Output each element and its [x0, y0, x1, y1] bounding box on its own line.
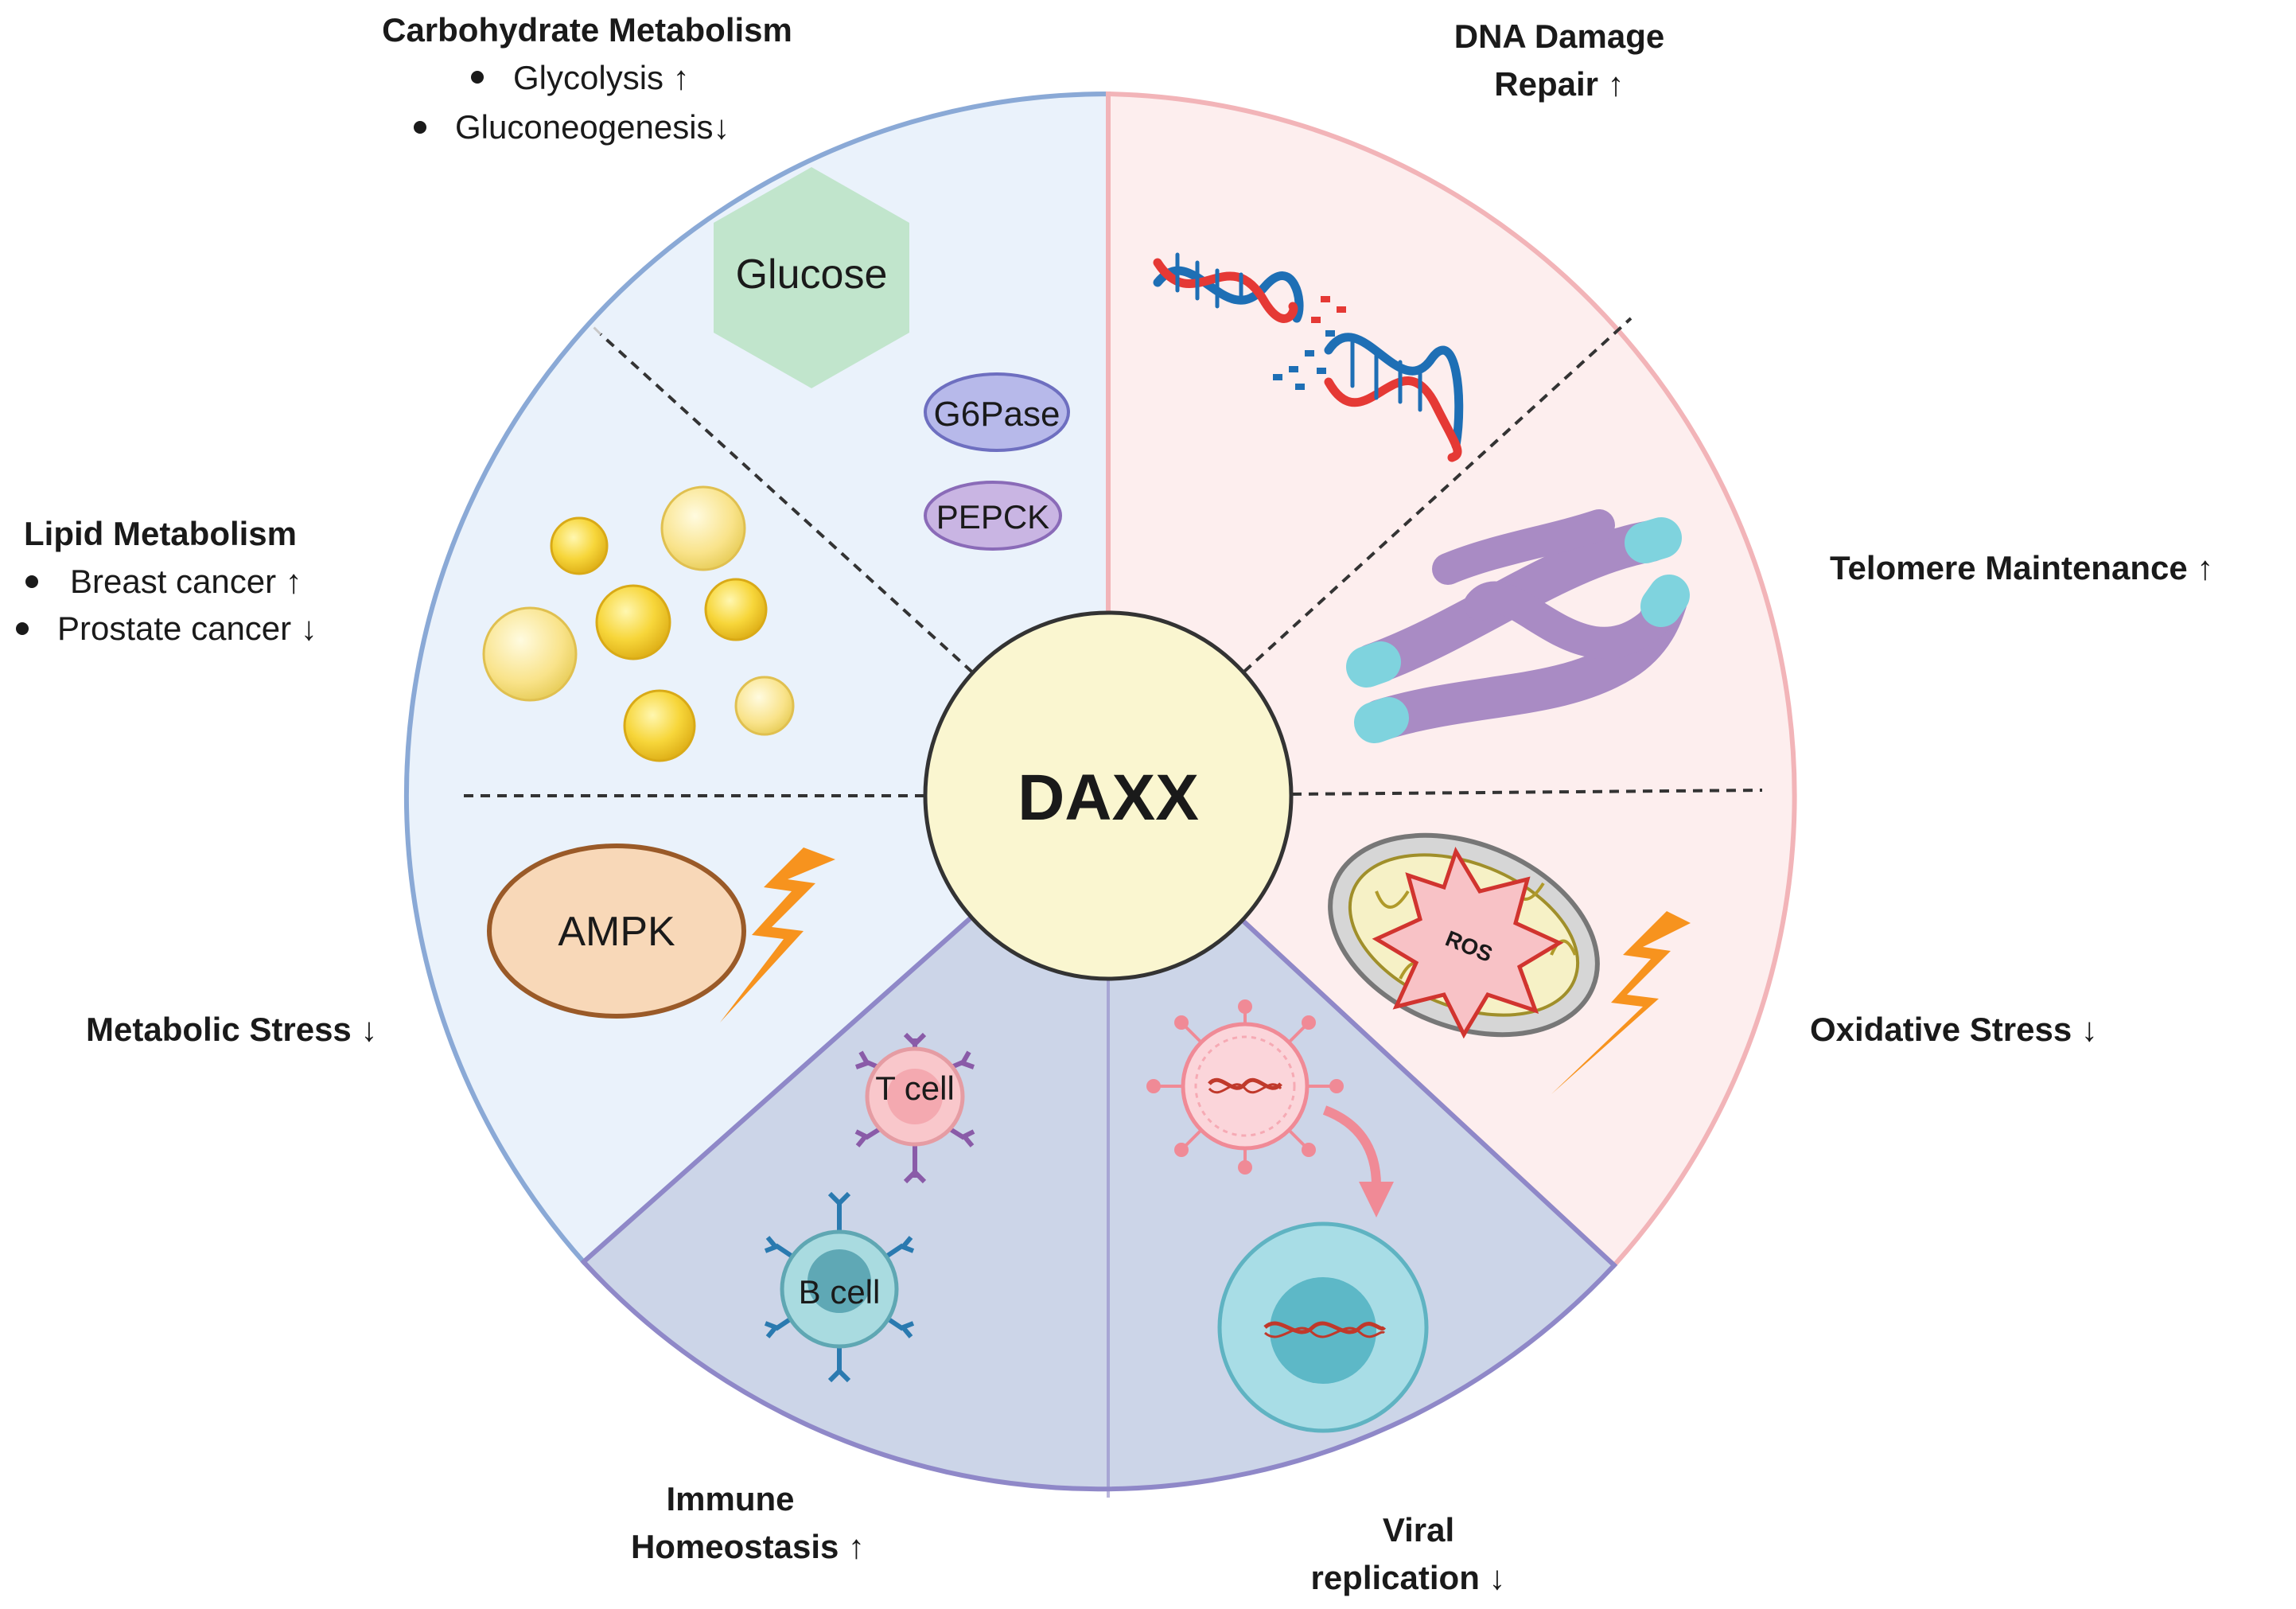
b-cell-label: B cell [799, 1273, 881, 1311]
immune-title-line2: Homeostasis ↑ [631, 1528, 865, 1565]
lipid-bullet-1: Breast cancer ↑ [70, 563, 302, 600]
ampk-ellipse-icon [487, 843, 746, 1019]
daxx-center-circle [923, 610, 1294, 981]
lightning-bolt-icon [720, 847, 835, 1023]
ros-burst-icon [1372, 847, 1564, 1039]
t-cell-icon [854, 1032, 975, 1184]
glucose-hexagon-icon [714, 167, 909, 388]
host-cell-icon [1217, 1221, 1429, 1433]
carbohydrate-bullet-1: Glycolysis ↑ [513, 59, 690, 96]
b-cell-icon [764, 1191, 915, 1383]
pepck-label: PEPCK [936, 498, 1049, 536]
bullet-icon [471, 71, 484, 84]
dna-fragments-icon [1273, 296, 1346, 390]
right-sector [1106, 91, 1797, 1269]
bullet-icon [25, 575, 38, 588]
lipid-bullet-2: Prostate cancer ↓ [57, 610, 317, 647]
immune-title-line1: Immune [666, 1480, 794, 1517]
ampk-label: AMPK [558, 909, 675, 955]
oxidative-stress-title: Oxidative Stress ↓ [1810, 1011, 2098, 1048]
lipid-title: Lipid Metabolism [24, 515, 297, 552]
dna-repair-title-line2: Repair ↑ [1494, 65, 1624, 103]
g6pase-label: G6Pase [934, 395, 1060, 434]
chromosome-icon [1346, 509, 1690, 743]
daxx-label: DAXX [1018, 762, 1199, 834]
metabolic-stress-title: Metabolic Stress ↓ [86, 1011, 377, 1048]
dna-repair-title-line1: DNA Damage [1454, 18, 1665, 55]
carbohydrate-title: Carbohydrate Metabolism [382, 11, 792, 49]
glucose-label: Glucose [736, 251, 888, 298]
telomere-title: Telomere Maintenance ↑ [1830, 549, 2213, 586]
dna-helix-icon [1153, 252, 1464, 462]
infection-arrow-icon [1322, 1105, 1394, 1217]
t-cell-label: T cell [875, 1069, 955, 1107]
carbohydrate-bullet-2: Gluconeogenesis↓ [455, 108, 730, 146]
virus-icon [1146, 999, 1344, 1175]
bullet-icon [16, 622, 29, 635]
g6pase-ellipse-icon [924, 372, 1070, 452]
viral-title-line2: replication ↓ [1310, 1559, 1505, 1596]
viral-title-line1: Viral [1383, 1511, 1454, 1549]
lipid-droplets-icon [482, 485, 795, 762]
pepck-ellipse-icon [924, 481, 1062, 551]
lightning-bolt-icon [1551, 911, 1691, 1094]
bullet-icon [414, 121, 426, 134]
